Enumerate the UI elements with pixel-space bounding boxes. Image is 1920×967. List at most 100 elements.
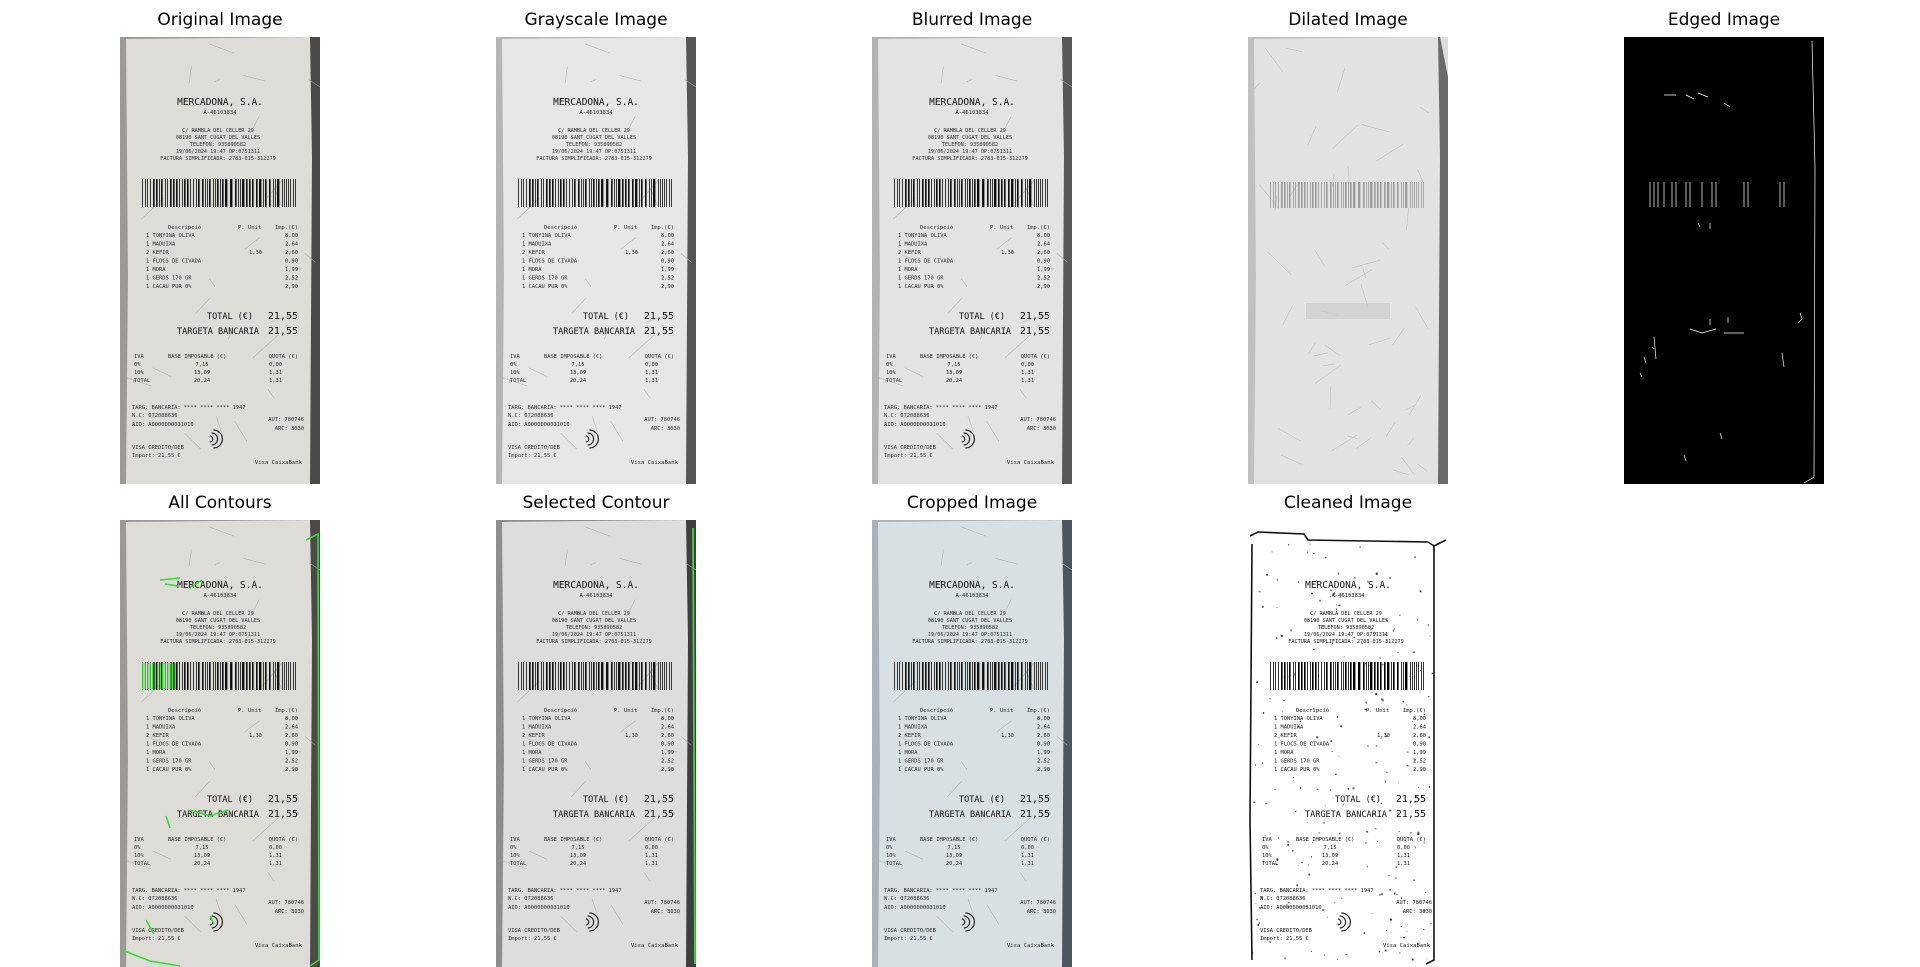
- header-amount: Imp.(€): [275, 708, 298, 714]
- noise-speck: [1381, 803, 1382, 804]
- barcode-bar: [1326, 182, 1328, 208]
- barcode-bar: [614, 662, 615, 690]
- barcode-bar: [159, 179, 160, 207]
- aut-line: AUT: 780746: [644, 417, 680, 423]
- barcode-bar: [618, 662, 620, 690]
- barcode-bar: [957, 662, 958, 690]
- barcode-bar: [1289, 662, 1291, 690]
- barcode-bar: [593, 179, 595, 207]
- bank-line: Visa CaixaBank: [1007, 943, 1055, 949]
- barcode-bar: [150, 179, 151, 207]
- item-name: 1 CACAU PUR 0%: [522, 767, 568, 773]
- barcode-bar: [658, 662, 659, 690]
- item-amount: 2,64: [1037, 242, 1050, 248]
- barcode-bar: [1358, 662, 1360, 690]
- tax-rate: 0%: [510, 845, 517, 851]
- receipt-image: MERCADONA, S.A.A-46103834C/ RAMBLA DEL C…: [120, 37, 320, 484]
- noise-speck: [1409, 676, 1410, 677]
- barcode-bar: [182, 179, 183, 207]
- barcode-bar: [922, 179, 924, 207]
- barcode-bar: [242, 662, 244, 690]
- barcode-bar: [1015, 662, 1016, 690]
- item-amount: 1,99: [661, 267, 674, 273]
- barcode-bar: [1418, 662, 1419, 690]
- barcode-bar: [1045, 179, 1046, 207]
- noise-speck: [1336, 604, 1337, 605]
- item-amount: 2,52: [1037, 759, 1050, 765]
- barcode-bar: [1393, 662, 1395, 690]
- total-label: TOTAL (€): [583, 312, 629, 322]
- barcode-bar: [252, 662, 254, 690]
- barcode-bar: [911, 662, 912, 690]
- barcode-bar: [945, 179, 946, 207]
- barcode-bar: [246, 179, 248, 207]
- barcode-bar: [625, 179, 627, 207]
- barcode-bar: [1295, 182, 1296, 208]
- barcode-bar: [1301, 182, 1303, 208]
- barcode-bar: [569, 179, 570, 207]
- barcode-bar: [987, 662, 989, 690]
- barcode-bar: [1348, 182, 1349, 208]
- noise-speck: [1277, 579, 1278, 581]
- tax-base: 20,24: [194, 378, 210, 384]
- address-line: TELEFON: 935890582: [190, 142, 246, 148]
- barcode-bar: [950, 662, 952, 690]
- barcode-bar: [1418, 182, 1419, 208]
- address-line: FACTURA SIMPLIFICADA: 2783-015-312279: [160, 639, 276, 645]
- barcode-bar: [1042, 662, 1043, 690]
- barcode-bar: [969, 179, 971, 207]
- barcode-bar: [205, 179, 206, 207]
- bank-line: Visa CaixaBank: [1007, 460, 1055, 466]
- barcode-bar: [1001, 662, 1003, 690]
- noise-speck: [1419, 692, 1420, 693]
- barcode-bar: [225, 179, 227, 207]
- barcode-bar: [1004, 179, 1006, 207]
- item-name: 1 FLOCS DE CIVADA: [1274, 742, 1330, 748]
- item-name: 1 FLOCS DE CIVADA: [146, 259, 202, 265]
- cleaned-image: MERCADONA, S.A.A-46103834C/ RAMBLA DEL C…: [1248, 520, 1448, 967]
- noise-speck: [1354, 577, 1355, 579]
- card-label: TARGETA BANCARIA: [929, 810, 1011, 820]
- receipt-image: [1248, 37, 1448, 484]
- item-name: 1 CACAU PUR 0%: [898, 767, 944, 773]
- item-name: 1 MADUIXA: [146, 242, 176, 248]
- barcode-bar: [1042, 179, 1043, 207]
- noise-speck: [1377, 541, 1378, 542]
- noise-speck: [1372, 692, 1373, 693]
- barcode-bar: [1315, 662, 1317, 690]
- item-amount: 1,99: [1037, 267, 1050, 273]
- noise-speck: [1287, 844, 1289, 846]
- barcode-bar: [1321, 662, 1322, 690]
- tax-header: BASE IMPOSABLE (€): [168, 354, 226, 360]
- tax-quota: 1,31: [269, 853, 282, 859]
- barcode-bar: [1403, 662, 1404, 690]
- barcode-bar: [142, 179, 143, 207]
- card-number-line: TARG. BANCARIA: **** **** **** 1947: [132, 888, 246, 894]
- tax-quota: 0,00: [269, 845, 282, 851]
- barcode-bar: [1034, 662, 1035, 690]
- item-amount: 8,00: [1037, 233, 1050, 239]
- item-unit-price: 1,30: [1001, 250, 1014, 256]
- barcode-bar: [1001, 179, 1003, 207]
- item-name: 1 MORA: [898, 267, 918, 273]
- barcode-bar: [202, 662, 204, 690]
- barcode-bar: [925, 662, 927, 690]
- noise-speck: [1386, 772, 1387, 773]
- item-amount: 2,64: [285, 725, 298, 731]
- noise-speck: [1325, 557, 1327, 559]
- aid-line: AID: A0000000031010: [884, 905, 946, 911]
- card-number-line: TARG. BANCARIA: **** **** **** 1947: [132, 405, 246, 411]
- store-cif: A-46103834: [955, 593, 989, 599]
- barcode-bar: [529, 662, 531, 690]
- visa-line: VISA CREDITO/DEB: [508, 445, 560, 451]
- header-description: Descripció: [1296, 707, 1329, 714]
- barcode-bar: [1008, 662, 1010, 690]
- noise-speck: [1313, 649, 1315, 650]
- header-amount: Imp.(€): [275, 225, 298, 231]
- header-description: Descripció: [544, 224, 577, 231]
- barcode-bar: [972, 662, 973, 690]
- noise-speck: [1406, 765, 1408, 766]
- noise-speck: [1418, 787, 1419, 788]
- item-amount: 2,64: [285, 242, 298, 248]
- import-line: Import: 21,55 €: [508, 453, 557, 459]
